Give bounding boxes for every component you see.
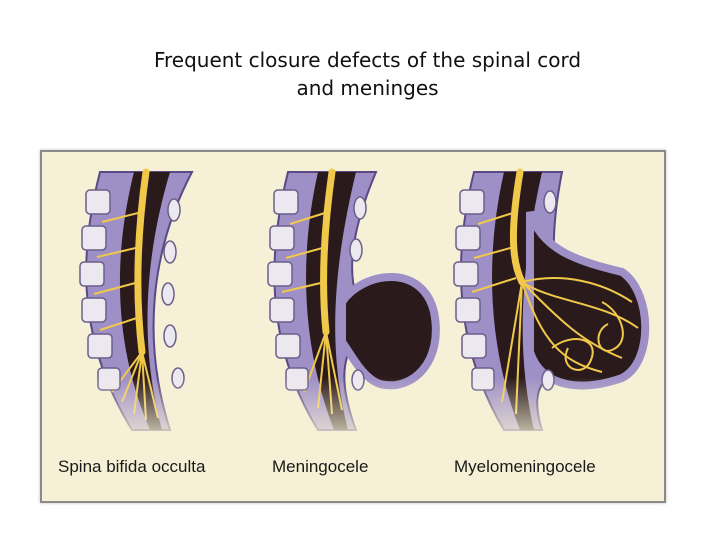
slide-title: Frequent closure defects of the spinal c…: [60, 46, 675, 102]
title-line-1: Frequent closure defects of the spinal c…: [153, 48, 582, 72]
caption-spina-bifida-occulta: Spina bifida occulta: [58, 457, 206, 476]
caption-myelomeningocele: Myelomeningocele: [454, 457, 596, 476]
title-line-2: and meninges: [296, 76, 439, 100]
caption-meningocele: Meningocele: [272, 457, 369, 476]
diagram-illustration: [42, 152, 664, 452]
bottom-fade: [42, 152, 664, 452]
diagram-figure: Spina bifida occulta Meningocele Myelome…: [40, 150, 666, 503]
